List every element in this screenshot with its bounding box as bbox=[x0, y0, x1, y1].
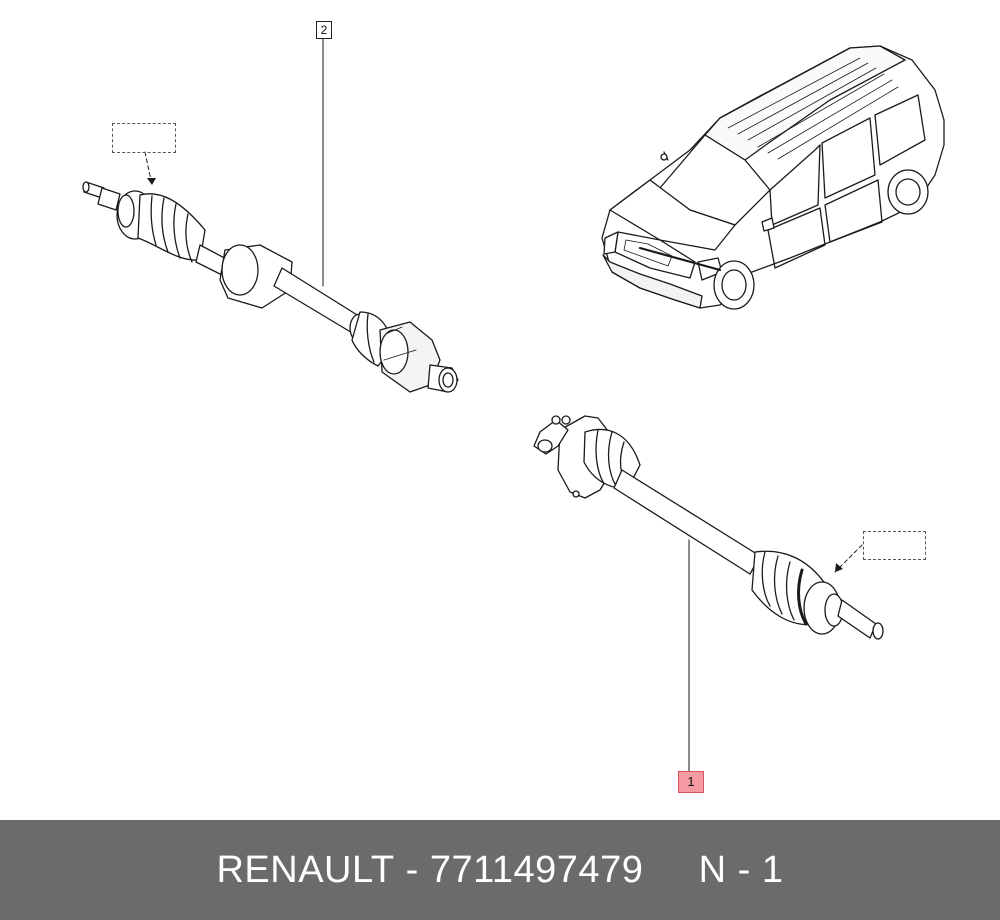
drive-shaft-right bbox=[533, 415, 884, 640]
footer-separator: - bbox=[394, 848, 430, 891]
drive-shaft-left bbox=[82, 181, 459, 393]
reference-box-right bbox=[863, 531, 926, 560]
brand-name: RENAULT bbox=[216, 848, 395, 891]
vehicle-illustration bbox=[601, 45, 945, 310]
part-info-footer: RENAULT - 7711497479 N - 1 bbox=[0, 820, 1000, 920]
arrow-right-icon bbox=[835, 563, 843, 572]
exploded-diagram bbox=[82, 36, 945, 772]
callout-part-2[interactable]: 2 bbox=[316, 21, 332, 39]
position-label: N - 1 bbox=[698, 848, 784, 891]
reference-box-left bbox=[112, 123, 176, 153]
footer-gap bbox=[643, 849, 698, 892]
arrow-left-icon bbox=[147, 178, 156, 185]
part-number: 7711497479 bbox=[429, 848, 644, 891]
callout-part-1[interactable]: 1 bbox=[678, 771, 704, 793]
